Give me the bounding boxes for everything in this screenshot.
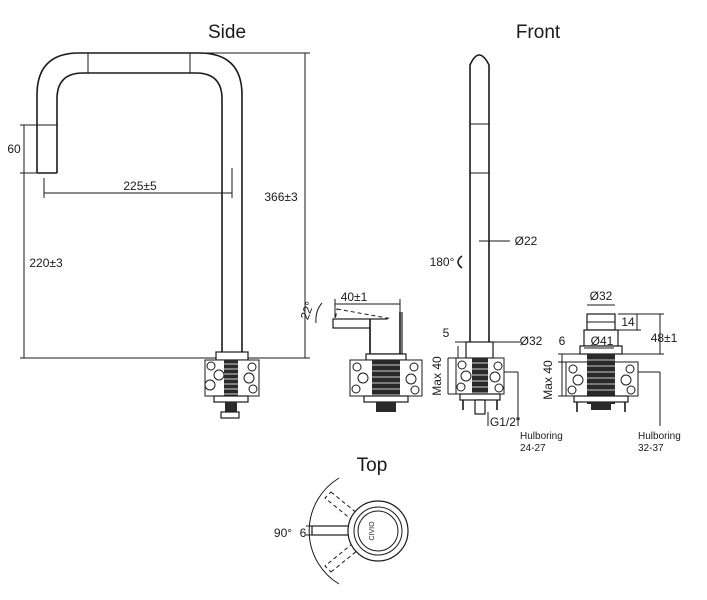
reach-label: 225±5 (123, 179, 157, 193)
handle-hole-label: Hulboring (638, 431, 681, 442)
thread-label: G1/2" (490, 415, 520, 429)
base-height-label: 5 (443, 326, 450, 340)
front-view-faucet (447, 54, 520, 426)
side-dimensions (20, 52, 310, 359)
brand-mark: CIVIO (369, 521, 376, 541)
handle-collar-height-label: 14 (621, 315, 635, 329)
lever-tilt-label: 22° (298, 300, 317, 322)
under-spout-height-label: 220±3 (29, 256, 63, 270)
spout-diameter-label: Ø22 (515, 234, 538, 248)
side-view-faucet (36, 52, 260, 419)
front-max-thickness-label: Max 40 (430, 356, 444, 396)
front-hole-range: 24-27 (520, 443, 546, 454)
lever-length-label: 40±1 (341, 290, 368, 304)
top-view-handle: CIVIO (306, 477, 409, 585)
front-view-handle (558, 304, 664, 426)
handle-max-thickness-label: Max 40 (541, 360, 555, 400)
handle-height-label: 48±1 (651, 331, 678, 345)
side-view-title: Side (208, 22, 246, 43)
top-view-title: Top (357, 455, 388, 476)
front-view-title: Front (516, 22, 561, 43)
spout-drop-label: 60 (7, 142, 21, 156)
total-height-label: 366±3 (264, 190, 298, 204)
swivel-angle-label: 180° (430, 255, 455, 269)
lever-width-label: 6 (300, 526, 307, 540)
handle-hole-range: 32-37 (638, 443, 664, 454)
rotation-angle-label: 90° (274, 526, 292, 540)
handle-base-height-label: 6 (559, 334, 566, 348)
handle-side-view (315, 299, 423, 412)
handle-top-diameter-label: Ø32 (590, 289, 613, 303)
base-diameter-label: Ø32 (520, 334, 543, 348)
handle-base-diameter-label: Ø41 (591, 334, 614, 348)
front-hole-label: Hulboring (520, 431, 563, 442)
